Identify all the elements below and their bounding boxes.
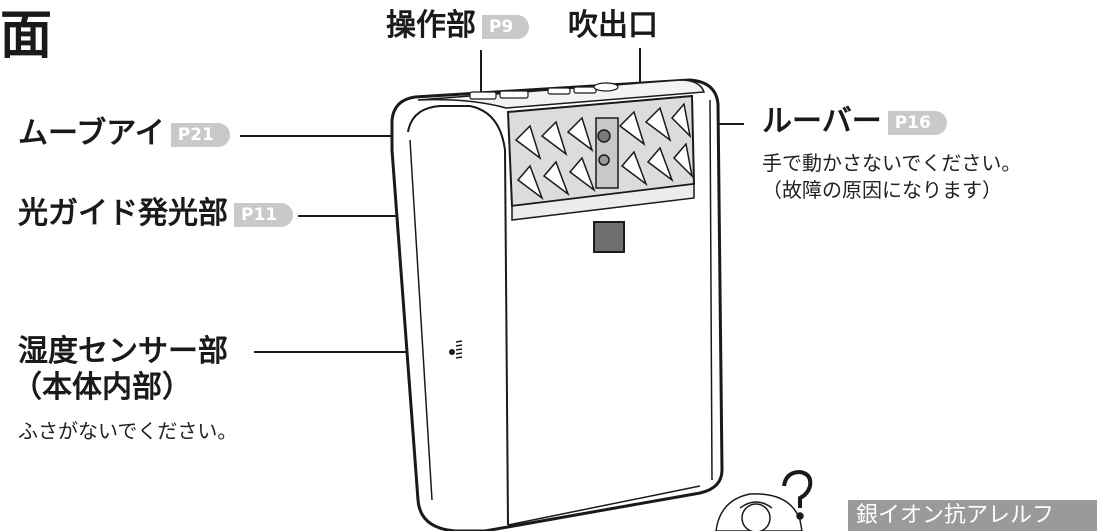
light-guide-text: 光ガイド発光部 (18, 196, 228, 231)
humidity-sensor-note: ふさがないでください。 (18, 419, 238, 443)
move-eye-sensor (597, 129, 611, 143)
mascot-question-icon (715, 469, 813, 531)
humidity-sensor-vent (455, 340, 463, 359)
outlet-label: 吹出口 (568, 8, 658, 43)
display-window (593, 221, 625, 253)
louver-note-1: 手で動かさないでください。 (762, 151, 1022, 175)
louver-note-2: （故障の原因になります） (762, 178, 1002, 202)
page-heading: 面 (0, 6, 53, 66)
light-guide-lamp (598, 154, 610, 166)
louver-text: ルーバー (762, 104, 882, 139)
control-panel-page-ref[interactable]: P9 (482, 14, 530, 39)
humidity-sensor-label: 湿度センサー部 (18, 334, 228, 369)
light-guide-page-ref[interactable]: P11 (234, 202, 294, 227)
humidity-sensor-sub: （本体内部） (12, 370, 192, 405)
move-eye-page-ref[interactable]: P21 (170, 122, 230, 147)
control-panel-text: 操作部 (386, 8, 476, 43)
move-eye-text: ムーブアイ (18, 116, 165, 151)
louver-page-ref[interactable]: P16 (887, 110, 947, 135)
control-buttons (469, 82, 619, 100)
louver-blades (514, 102, 694, 201)
silver-ion-banner: 銀イオン抗アレルフ (848, 500, 1097, 531)
